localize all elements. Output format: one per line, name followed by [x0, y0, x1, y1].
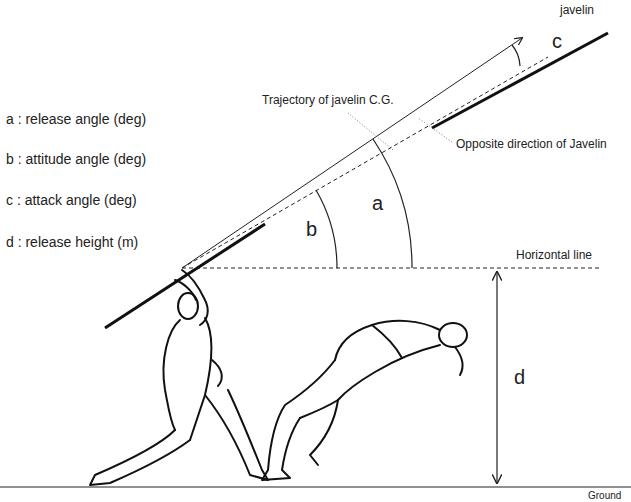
legend-definition: b : attitude angle (deg) [6, 152, 146, 167]
leader-line [418, 118, 452, 142]
axis-label: Horizontal line [516, 249, 592, 262]
leader-line [348, 113, 393, 150]
height-arrow [496, 272, 497, 483]
angle-arc-a [373, 139, 412, 268]
dimension-symbol: d [514, 366, 525, 388]
ground-line [0, 487, 631, 488]
axis-label: Ground [588, 490, 621, 501]
part-name: javelin [560, 4, 594, 17]
legend-definition: a : release angle (deg) [6, 112, 146, 127]
leader-label: Opposite direction of Javelin [456, 138, 607, 151]
angle-arc-b [316, 190, 337, 268]
angle-symbol: c [552, 30, 562, 52]
horizontal-line [182, 268, 600, 269]
trajectory-line [182, 38, 522, 268]
thrower-follow-through [262, 321, 467, 480]
legend-definition: c : attack angle (deg) [6, 193, 137, 208]
angle-arc-c [512, 45, 520, 66]
angle-symbol: a [372, 192, 383, 214]
thrower-release [90, 270, 268, 485]
javelin-shaft [432, 33, 608, 128]
leader-label: Trajectory of javelin C.G. [262, 94, 394, 107]
legend-definition: d : release height (m) [6, 235, 138, 250]
angle-symbol: b [306, 218, 317, 240]
opposite-direction-line [182, 57, 548, 268]
